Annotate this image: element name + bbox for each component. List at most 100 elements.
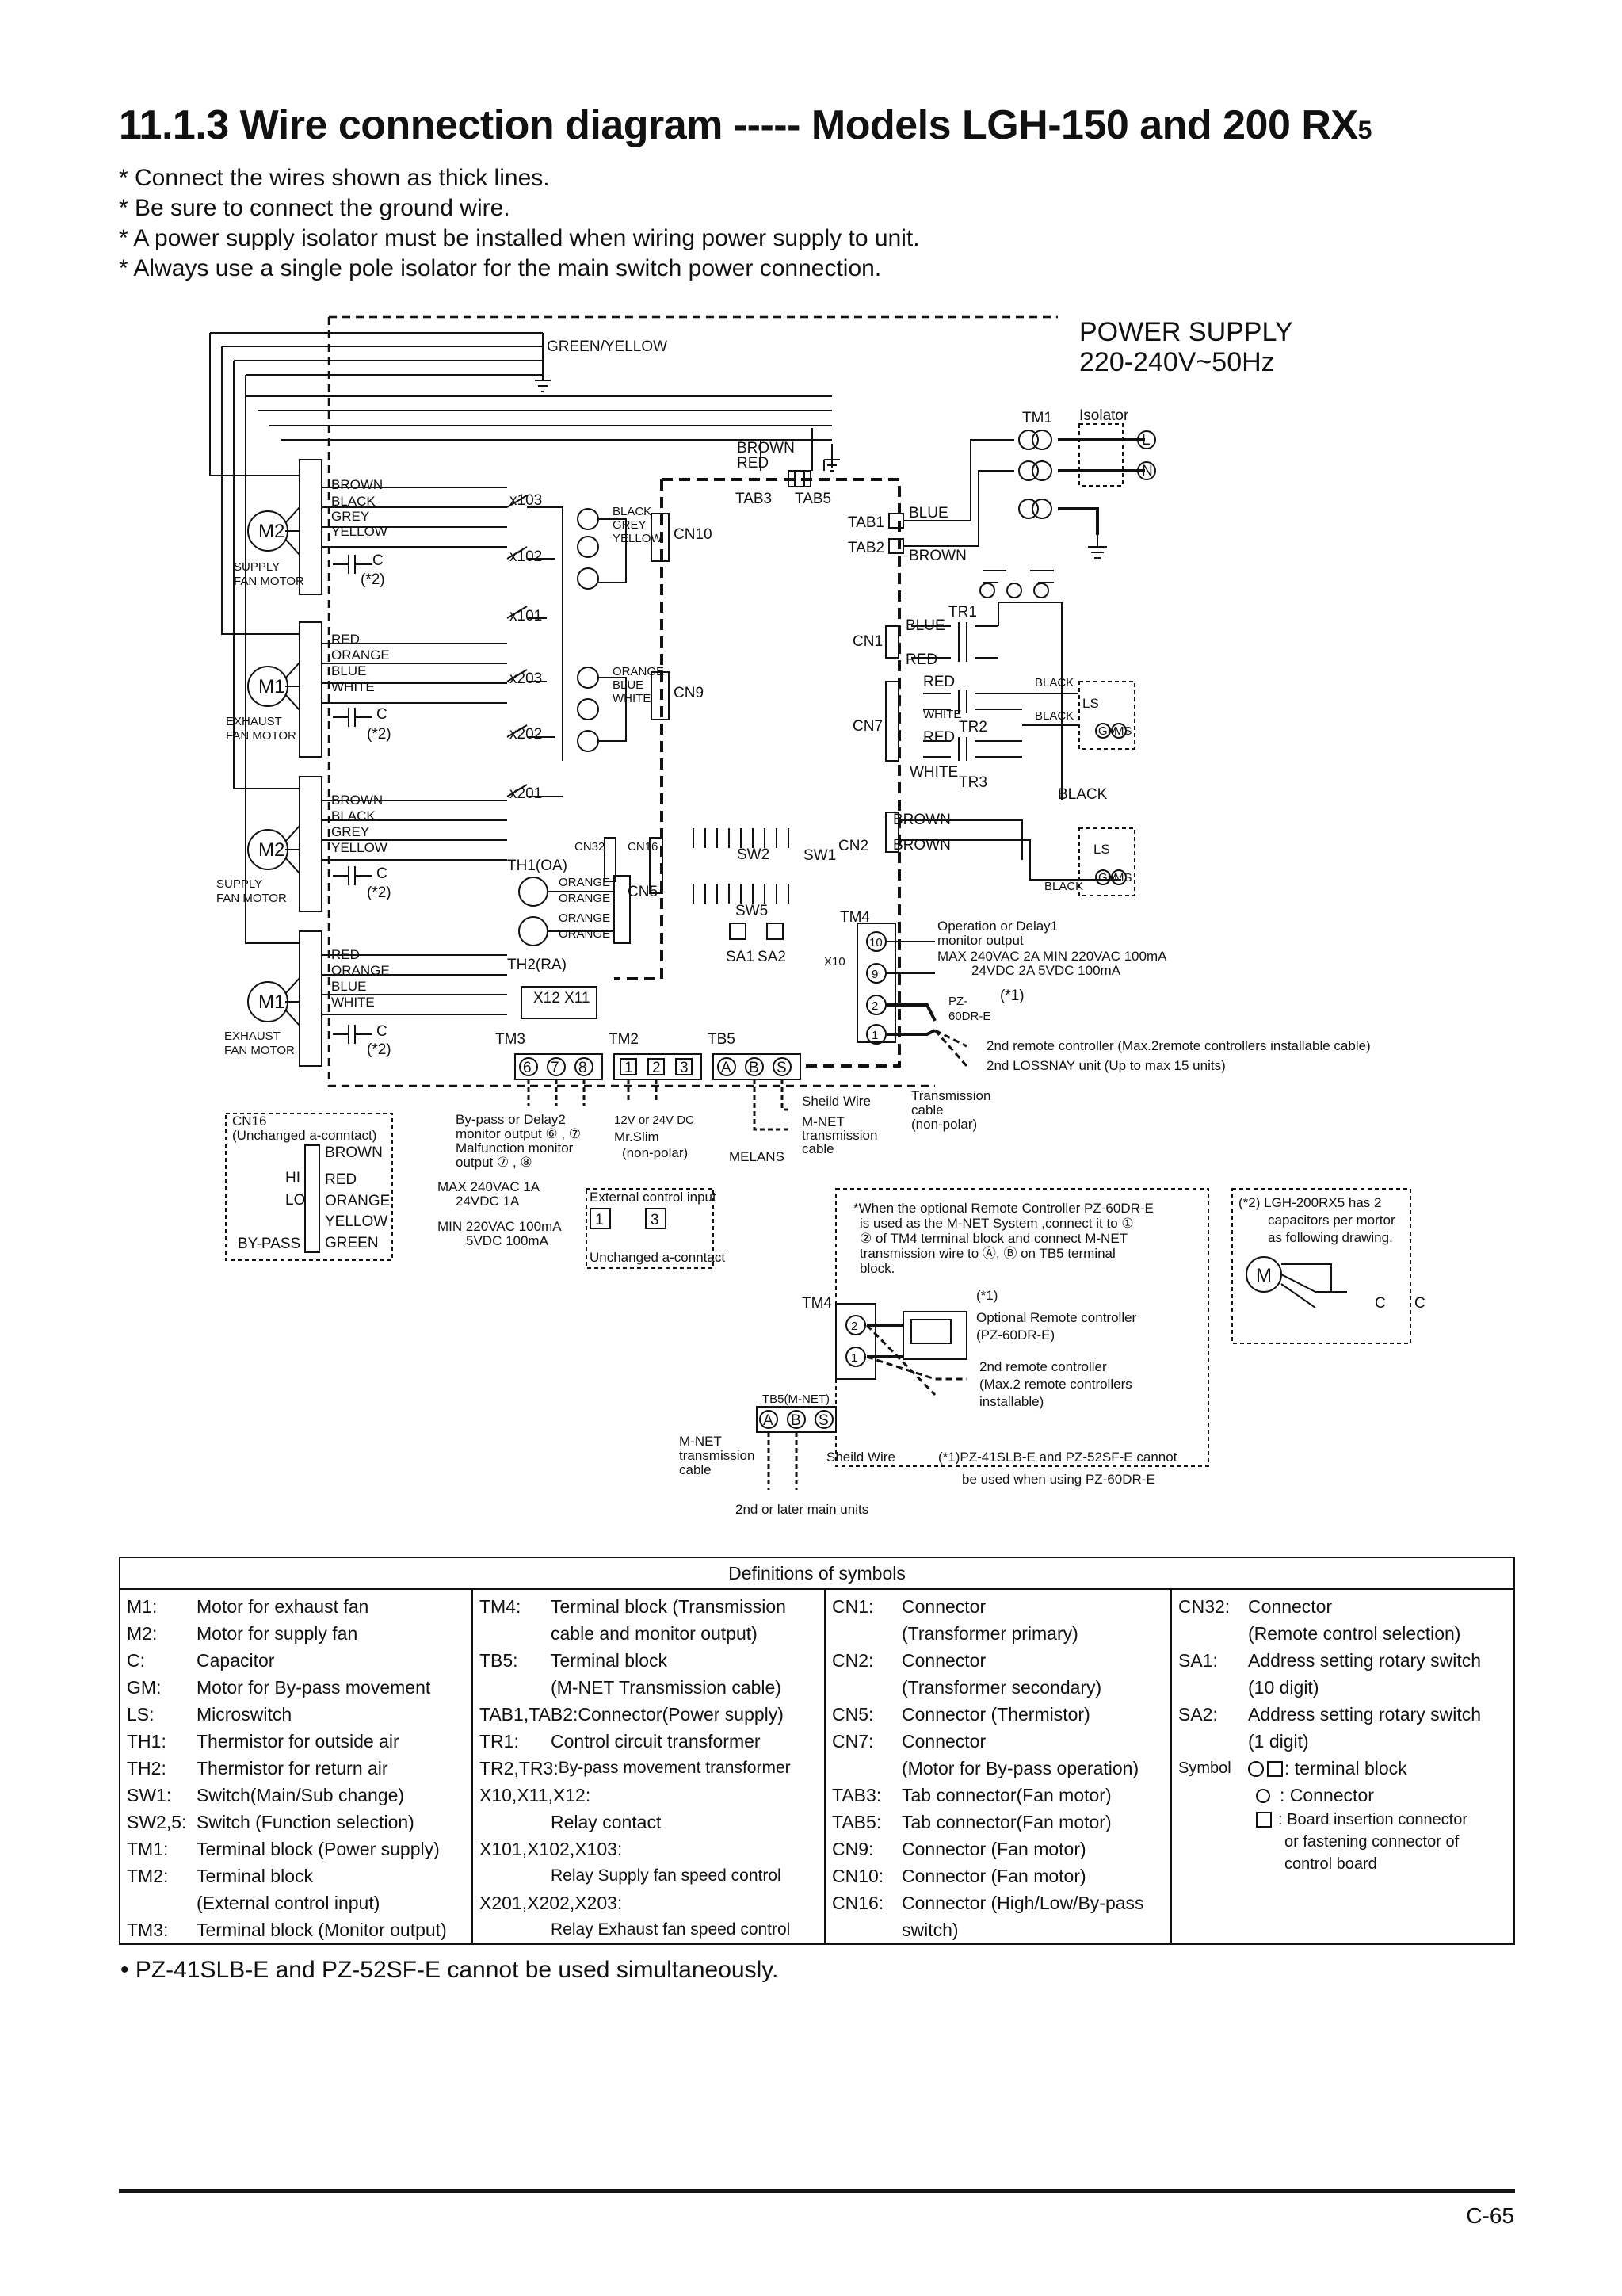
pz41-note: (*1)PZ-41SLB-E and PZ-52SF-E cannot <box>938 1450 1177 1465</box>
cn16-label: CN16 <box>628 840 658 854</box>
ext-terminal: 3 <box>651 1212 659 1228</box>
definition-row: CN1:Connector <box>832 1593 1164 1620</box>
cn2-label: CN2 <box>838 838 868 854</box>
definition-value: switch) <box>902 1920 959 1940</box>
ext-terminal: 1 <box>595 1212 604 1228</box>
definition-row: Relay Supply fan speed control <box>479 1862 818 1889</box>
pz41-note: be used when using PZ-60DR-E <box>962 1472 1155 1487</box>
black-wire-label: BLACK <box>1035 676 1074 690</box>
definition-key: TAB1,TAB2: <box>479 1704 578 1725</box>
tb5-terminal: S <box>777 1060 787 1076</box>
motor-name: FAN MOTOR <box>224 1044 295 1057</box>
definition-row: TB5:Terminal block <box>479 1647 818 1674</box>
definition-key <box>1178 1620 1248 1647</box>
note-2: * Be sure to connect the ground wire. <box>119 195 510 221</box>
definition-key: TM3: <box>127 1920 169 1940</box>
external-input-label: External control input <box>590 1190 716 1205</box>
definition-row: (M-NET Transmission cable) <box>479 1674 818 1701</box>
definition-key <box>479 1674 551 1701</box>
sw1-label: SW1 <box>803 847 836 864</box>
motor-name: SUPPLY <box>216 877 262 891</box>
title-subscript: 5 <box>1357 116 1372 144</box>
definition-row: (1 digit) <box>1178 1728 1507 1755</box>
symbol-board-text: : Board insertion connector <box>1278 1811 1468 1828</box>
definition-key: TH1: <box>127 1731 166 1752</box>
definition-value: Connector <box>902 1650 987 1671</box>
cn32-label: CN32 <box>574 840 605 854</box>
tm3-terminal: 8 <box>578 1060 587 1076</box>
capacitor-label: C <box>376 706 387 723</box>
second-rc-label: 2nd remote controller <box>979 1359 1107 1374</box>
definition-value: Terminal block (Power supply) <box>197 1839 440 1859</box>
definition-key <box>1178 1674 1248 1701</box>
brown-wire-label: BROWN <box>893 812 951 828</box>
definition-row: GM:Motor for By-pass movement <box>127 1674 465 1701</box>
red-wire-label: RED <box>923 674 955 690</box>
tm4-label: TM4 <box>802 1295 832 1312</box>
cn5-label: CN5 <box>628 884 658 900</box>
optional-rc-label: (PZ-60DR-E) <box>976 1328 1055 1343</box>
wire-label: ORANGE <box>331 648 390 663</box>
cable-label: cable <box>802 1141 834 1156</box>
definition-row: X101,X102,X103: <box>479 1836 818 1862</box>
capacitor-note: (*2) <box>367 1041 391 1058</box>
tm3-terminal: 6 <box>523 1060 532 1076</box>
cn16-wire: GREEN <box>325 1235 379 1251</box>
melans-label: MELANS <box>729 1149 784 1164</box>
definition-row: CN2:Connector <box>832 1647 1164 1674</box>
definition-row: TM3:Terminal block (Monitor output) <box>127 1916 465 1943</box>
definition-key: TAB3: <box>832 1785 882 1805</box>
capacitor-note: (*2) <box>367 726 391 743</box>
l-terminal-label: L <box>1142 432 1151 449</box>
th1-label: TH1(OA) <box>507 858 567 874</box>
black-wire-label: BLACK <box>1035 709 1074 723</box>
tm3-rating: MAX 240VAC 1A <box>437 1179 540 1194</box>
sw5-label: SW5 <box>735 903 768 919</box>
ls-label: LS <box>1093 842 1110 857</box>
mnet-label: M-NET <box>679 1434 722 1449</box>
sa1-label: SA1 <box>726 949 754 965</box>
definition-row: LS:Microswitch <box>127 1701 465 1728</box>
definition-value: (Transformer primary) <box>902 1623 1078 1644</box>
tm2-terminal: 3 <box>680 1060 689 1076</box>
motor-name: FAN MOTOR <box>216 892 287 905</box>
definition-row: (10 digit) <box>1178 1674 1507 1701</box>
second-rc-label: 2nd remote controller (Max.2remote contr… <box>987 1038 1371 1053</box>
mr-slim-label: Mr.Slim <box>614 1129 659 1144</box>
definition-row: TM4:Terminal block (Transmission <box>479 1593 818 1620</box>
tm3-rating: 24VDC 1A <box>456 1194 520 1209</box>
capacitor-note: (*2) <box>367 884 391 901</box>
definition-row: (Motor for By-pass operation) <box>832 1755 1164 1782</box>
wire-label: BLACK <box>331 494 376 509</box>
definition-row: TAB1,TAB2:Connector(Power supply) <box>479 1701 818 1728</box>
terminal-square-icon <box>1267 1761 1283 1777</box>
tb5-terminal: A <box>721 1060 731 1076</box>
definition-value: Microswitch <box>197 1704 292 1725</box>
monitor-output-label: monitor output <box>937 933 1024 948</box>
definition-row: SA2:Address setting rotary switch <box>1178 1701 1507 1728</box>
definition-key: SW1: <box>127 1785 172 1805</box>
definition-value: Terminal block <box>551 1650 667 1671</box>
definition-key: SA1: <box>1178 1650 1218 1671</box>
definition-row: SW2,5:Switch (Function selection) <box>127 1809 465 1836</box>
tab1-label: TAB1 <box>848 514 884 531</box>
cn9-wire: BLUE <box>613 678 643 692</box>
capacitor-label: C <box>376 865 387 882</box>
tm3-label: TM3 <box>495 1031 525 1048</box>
definition-value: (Transformer secondary) <box>902 1677 1102 1698</box>
bypass-label: By-pass or Delay2 <box>456 1112 566 1127</box>
definition-value: Terminal block (Transmission <box>551 1596 786 1617</box>
blue-wire-label: BLUE <box>906 617 945 634</box>
definition-value: Address setting rotary switch <box>1248 1704 1482 1725</box>
definition-value: Control circuit transformer <box>551 1731 761 1752</box>
x12-x11-label: X12 X11 <box>533 990 590 1007</box>
wire-label: GREY <box>331 824 369 839</box>
definition-value: (External control input) <box>197 1893 380 1913</box>
definition-value: (10 digit) <box>1248 1677 1319 1698</box>
wire-label: BLUE <box>331 663 366 678</box>
mnet-label: transmission <box>679 1448 754 1463</box>
later-units-label: 2nd or later main units <box>735 1502 868 1517</box>
motor-symbol: M2 <box>258 839 284 861</box>
definitions-column-3: CN1:Connector (Transformer primary) CN2:… <box>824 1590 1170 1945</box>
tm1-label: TM1 <box>1022 410 1052 426</box>
